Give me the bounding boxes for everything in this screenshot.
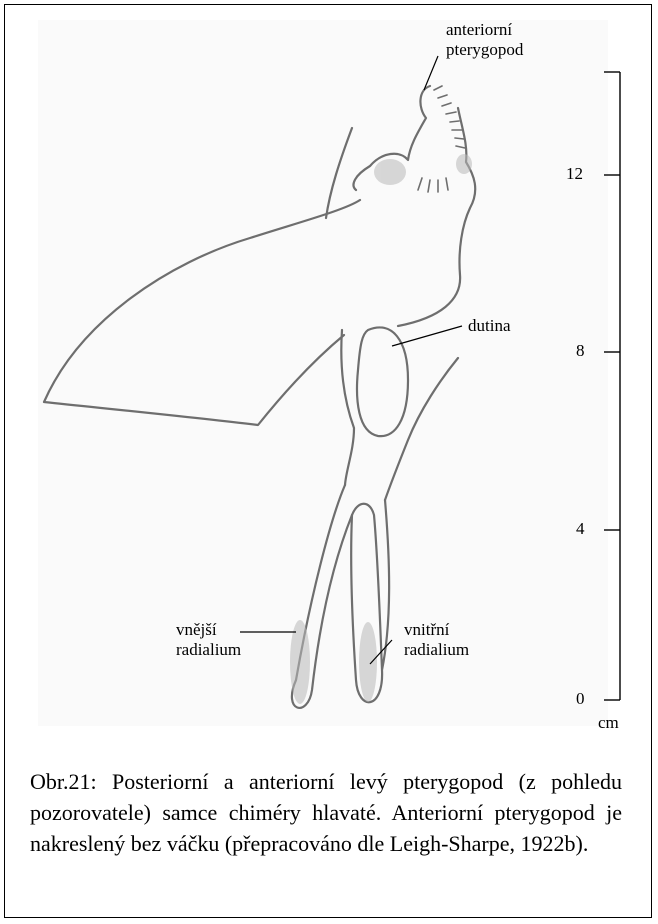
- scale-unit: cm: [598, 713, 619, 733]
- label-anterior-pterygopod: anteriorní pterygopod: [446, 20, 523, 60]
- scale-label-4: 4: [576, 519, 585, 539]
- shading-left-knob: [374, 159, 406, 185]
- label-outer-radialium: vnější radialium: [176, 620, 241, 660]
- label-cavity: dutina: [468, 316, 511, 336]
- shading-inner-radialium: [359, 622, 377, 702]
- scale-label-12: 12: [566, 164, 583, 184]
- label-inner-radialium: vnitřní radialium: [404, 620, 469, 660]
- scale-label-0: 0: [576, 689, 585, 709]
- scale-label-8: 8: [576, 341, 585, 361]
- shading-right-knob: [456, 154, 472, 174]
- figure-caption: Obr.21: Posteriorní a anteriorní levý pt…: [30, 766, 622, 859]
